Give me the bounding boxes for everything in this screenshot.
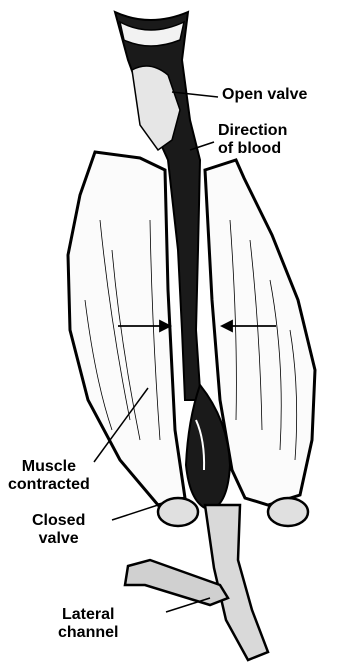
left-muscle <box>68 152 185 505</box>
closed-text-1: Closed <box>32 512 85 530</box>
closed-valve-label: Closed valve <box>32 512 85 548</box>
direction-text-1: Direction <box>218 122 287 140</box>
direction-of-blood-label: Direction of blood <box>218 122 287 158</box>
muscle-text-2: contracted <box>8 476 90 494</box>
lateral-text-1: Lateral <box>58 606 118 624</box>
direction-text-2: of blood <box>218 140 287 158</box>
open-valve-text: Open valve <box>222 86 307 104</box>
muscle-text-1: Muscle <box>8 458 90 476</box>
muscle-contracted-label: Muscle contracted <box>8 458 90 494</box>
lateral-channel-label: Lateral channel <box>58 606 118 642</box>
closed-valve-left <box>158 498 198 526</box>
closed-text-2: valve <box>32 530 85 548</box>
lateral-text-2: channel <box>58 624 118 642</box>
lateral-channel <box>125 560 228 605</box>
closed-valve-right <box>268 498 308 526</box>
open-valve-label: Open valve <box>222 86 307 104</box>
